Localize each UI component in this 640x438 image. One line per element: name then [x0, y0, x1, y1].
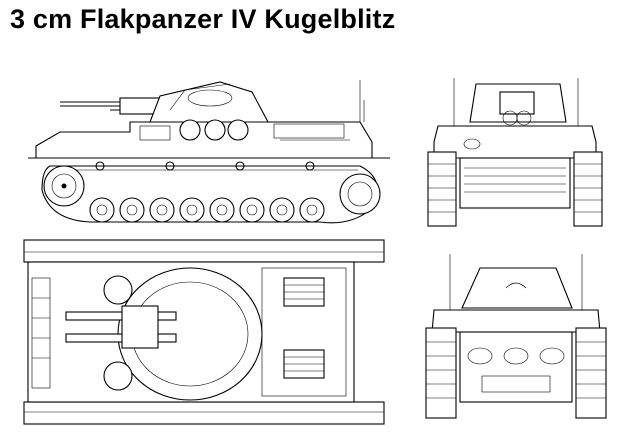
road-wheels: [89, 197, 325, 223]
hull-wheel-set: [179, 119, 249, 141]
top-view-svg: [23, 239, 385, 425]
top-view-drawing: [22, 238, 392, 426]
page-title: 3 cm Flakpanzer IV Kugelblitz: [10, 4, 396, 34]
side-view-drawing: [20, 70, 400, 230]
engine-grilles: [283, 277, 325, 379]
front-view-drawing: [420, 68, 610, 230]
side-view-svg: [28, 80, 390, 224]
rear-view-drawing: [420, 248, 610, 428]
rear-view-svg: [425, 254, 607, 419]
spare-track-links: [464, 167, 566, 193]
exhaust-mufflers: [467, 347, 565, 365]
front-view-svg: [427, 78, 603, 227]
